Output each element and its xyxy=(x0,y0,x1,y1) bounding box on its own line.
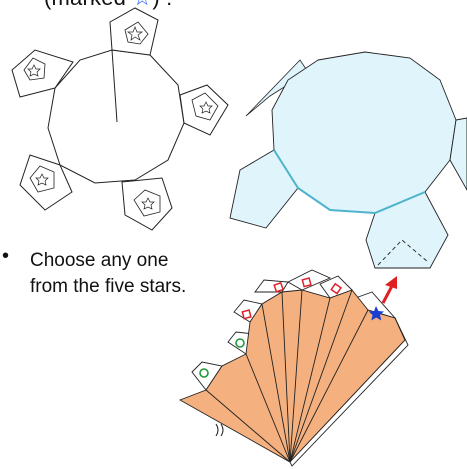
instruction-text: Choose any one from the five stars. xyxy=(30,248,186,300)
up-arrow xyxy=(383,276,397,303)
pentagon-flap-top xyxy=(110,8,158,55)
flat-base-figure xyxy=(12,8,228,230)
instruction-bullet: • xyxy=(2,245,12,267)
break-mark xyxy=(216,424,223,436)
decagon-body xyxy=(48,50,184,183)
pentagon-flap-right xyxy=(180,85,228,135)
blue-folded-model xyxy=(230,52,467,268)
instruction-line-2: from the five stars. xyxy=(30,274,186,300)
orange-pleated-fan xyxy=(180,270,408,466)
instruction-line-1: Choose any one xyxy=(30,248,186,274)
pentagon-flap-lower-right xyxy=(122,178,172,230)
